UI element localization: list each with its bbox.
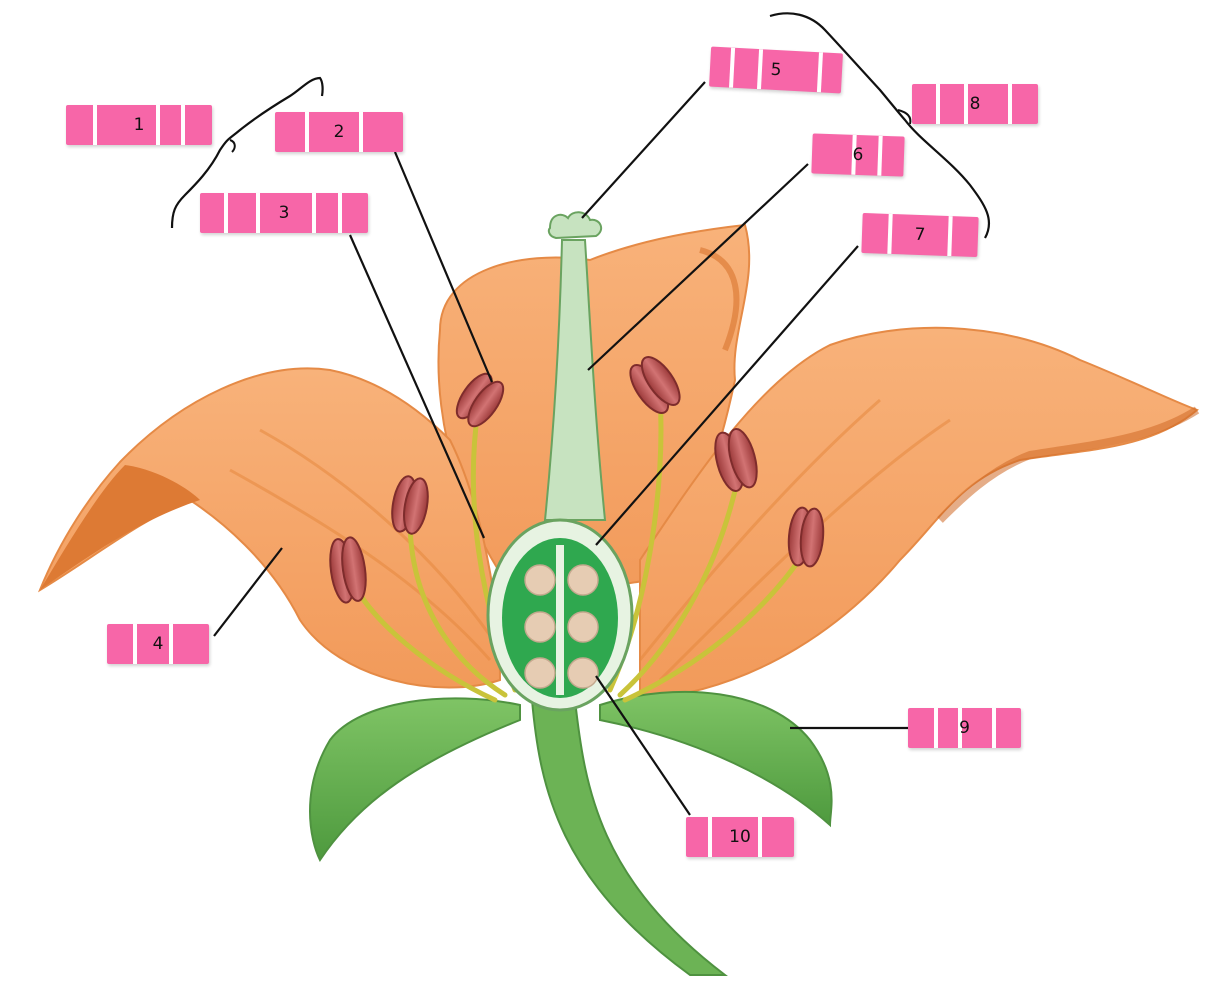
label-3-text: 3	[278, 203, 290, 223]
label-1: 1	[66, 105, 212, 145]
label-5: 5	[709, 46, 843, 94]
label-2-text: 2	[333, 122, 345, 142]
label-7-text: 7	[914, 224, 926, 246]
sepal-left	[309, 697, 521, 862]
label-3: 3	[200, 193, 368, 233]
label-9-text: 9	[959, 718, 970, 738]
label-6: 6	[811, 133, 905, 177]
label-1-text: 1	[133, 115, 145, 135]
label-7: 7	[861, 212, 979, 258]
label-2: 2	[275, 112, 403, 152]
label-9: 9	[908, 708, 1021, 748]
label-10: 10	[686, 817, 794, 857]
petal-left	[37, 367, 502, 689]
leader-lines	[213, 81, 908, 816]
anthers	[329, 356, 825, 604]
label-8-text: 8	[969, 94, 981, 114]
label-4-text: 4	[152, 634, 164, 654]
label-4: 4	[107, 624, 209, 664]
ovules	[524, 564, 599, 689]
petal-left-fold	[40, 465, 200, 590]
sepal-right	[599, 690, 833, 828]
stem	[530, 699, 728, 976]
label-5-text: 5	[770, 59, 782, 81]
stigma	[547, 211, 603, 240]
label-10-text: 10	[729, 827, 751, 847]
style	[543, 239, 607, 521]
bracket-left	[170, 76, 324, 229]
label-8: 8	[912, 84, 1038, 124]
bracket-right	[769, 12, 991, 239]
label-6-text: 6	[852, 144, 864, 166]
